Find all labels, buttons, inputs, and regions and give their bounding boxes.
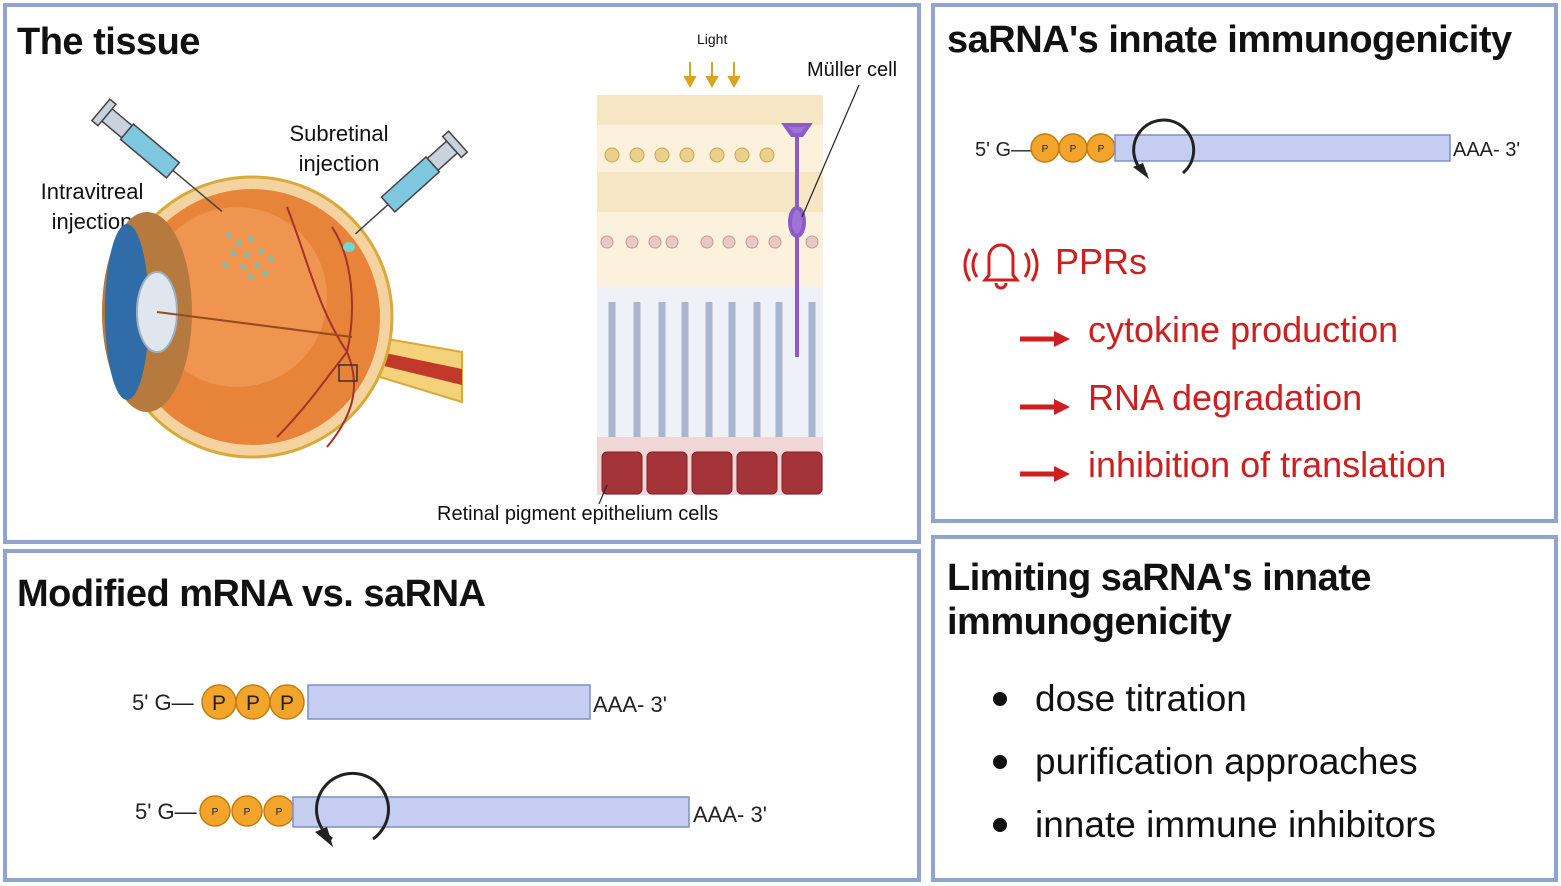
red-arrow-icon [1020,399,1070,415]
light-label: Light [697,31,728,47]
rna-body [307,684,591,720]
phosphate-group: P P P [201,684,305,720]
subretinal-line1: Subretinal [289,121,389,146]
subretinal-line2: injection [298,151,380,177]
pprs-label: PPRs [1055,241,1148,282]
list-item: innate immune inhibitors [985,800,1436,863]
immunogenicity-title: saRNA's innate immunogenicity [947,19,1512,61]
muller-cell-label: Müller cell [807,59,898,81]
rna-body [292,796,690,828]
comparison-panel: Modified mRNA vs. saRNA 5' G— P P P AAA-… [3,549,921,882]
phosphate-group: P P P [199,795,295,827]
effect-label: cytokine production [1088,309,1399,350]
muller-cell [781,123,813,357]
svg-text:P: P [212,692,226,715]
rna-body [1114,134,1451,162]
tissue-title: The tissue [17,21,200,63]
svg-text:P: P [1042,144,1049,155]
replicon-loop-icon [315,771,390,841]
limiting-list: dose titration purification approaches i… [985,674,1436,863]
alarm-bell-icon [963,243,1039,290]
tissue-panel: The tissue Intravitreal injection Subret… [3,3,921,544]
intravitreal-line1: Intravitreal [40,179,144,204]
bullet-icon [993,692,1007,706]
syringe-icon [90,98,223,212]
eye-illustration [90,98,469,459]
three-prime-label: AAA- 3' [593,692,667,717]
svg-text:P: P [244,807,251,818]
subretinal-label: Subretinal injection [269,119,409,180]
limiting-panel: Limiting saRNA's innate immunogenicity d… [931,535,1558,882]
list-item-label: dose titration [1035,678,1247,719]
sarna-diagram: 5' G— P P P AAA- 3' [975,118,1520,179]
light-arrows [683,62,741,89]
limiting-title-line1: Limiting saRNA's innate [947,557,1372,599]
modified-mrna-diagram: 5' G— P P P AAA- 3' [132,684,667,720]
phosphate-group: P P P [1030,133,1116,163]
red-arrow-icon [1020,331,1070,347]
five-prime-label: 5' G— [132,690,194,715]
bullet-icon [993,755,1007,769]
effect-label: RNA degradation [1088,377,1363,418]
svg-text:P: P [212,807,219,818]
photoreceptor-segments [608,302,816,437]
red-arrow-icon [1020,466,1070,482]
limiting-title: Limiting saRNA's innate immunogenicity [947,557,1372,644]
sarna-diagram: 5' G— P P P AAA- 3' [135,771,767,847]
list-item: dose titration [985,674,1436,737]
rpe-cells [601,451,823,495]
replicon-loop-icon [1132,118,1196,177]
immunogenicity-panel: saRNA's innate immunogenicity 5' G— P P … [931,3,1558,523]
effect-label: inhibition of translation [1088,444,1447,485]
retina-illustration [597,62,860,505]
rpe-label: Retinal pigment epithelium cells [437,503,719,525]
svg-text:P: P [276,807,283,818]
svg-text:P: P [1098,144,1105,155]
list-item-label: purification approaches [1035,741,1418,782]
list-item: purification approaches [985,737,1436,800]
retina-neurons [604,147,775,163]
three-prime-label: AAA- 3' [693,802,767,827]
limiting-title-line2: immunogenicity [947,600,1232,643]
five-prime-label: 5' G— [135,799,197,824]
photoreceptor-cells [600,235,819,249]
syringe-icon [354,130,469,235]
list-item-label: innate immune inhibitors [1035,804,1437,845]
bullet-icon [993,818,1007,832]
comparison-title: Modified mRNA vs. saRNA [17,573,486,615]
five-prime-label: 5' G— [975,139,1031,161]
svg-text:P: P [246,692,260,715]
svg-text:P: P [1070,144,1077,155]
svg-text:P: P [280,692,294,715]
three-prime-label: AAA- 3' [1453,139,1520,161]
